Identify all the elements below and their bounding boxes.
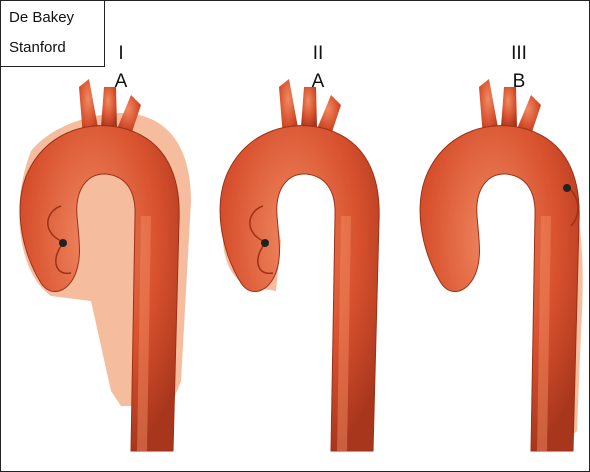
aorta-panel-3	[420, 79, 579, 451]
aorta-panel-2	[220, 79, 379, 451]
